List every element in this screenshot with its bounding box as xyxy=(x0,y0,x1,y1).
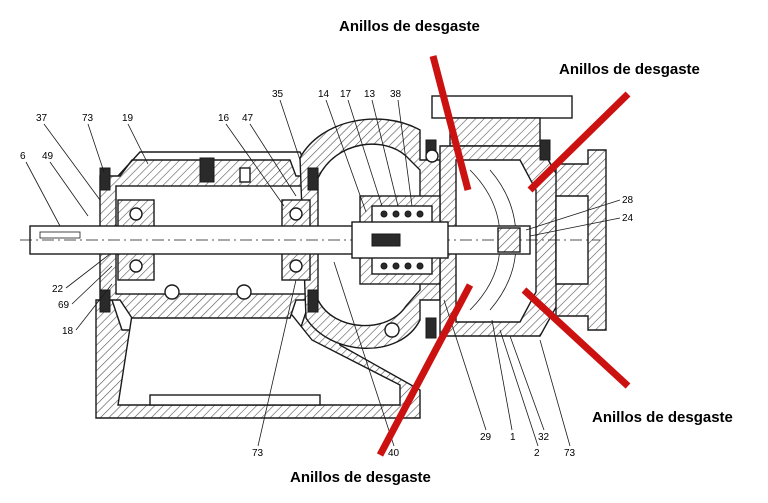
part-69: 69 xyxy=(58,300,70,311)
part-73: 73 xyxy=(82,113,94,124)
part-32: 32 xyxy=(538,432,550,443)
part-49: 49 xyxy=(42,151,54,162)
part-24: 24 xyxy=(622,213,634,224)
oil-vent xyxy=(239,167,251,183)
part-22: 22 xyxy=(52,284,64,295)
impeller-nut xyxy=(497,227,521,253)
leader-lines xyxy=(25,99,621,447)
part-73-bottom: 73 xyxy=(252,448,264,459)
part-number-labels: 37 73 19 6 49 16 47 35 14 17 13 38 28 24… xyxy=(20,89,634,459)
part-14: 14 xyxy=(318,89,330,100)
sleeve-pin xyxy=(371,233,401,247)
part-18: 18 xyxy=(62,326,74,337)
oil-fill-plug xyxy=(199,157,215,183)
packing-dots xyxy=(380,210,424,270)
part-29: 29 xyxy=(480,432,492,443)
part-73-right: 73 xyxy=(564,448,576,459)
part-6: 6 xyxy=(20,151,26,162)
part-47: 47 xyxy=(242,113,254,124)
part-19: 19 xyxy=(122,113,134,124)
foot-slot xyxy=(149,394,321,406)
part-2: 2 xyxy=(534,448,540,459)
discharge-flange xyxy=(431,95,573,119)
red-arrow-bottom-right xyxy=(521,287,631,389)
part-28: 28 xyxy=(622,195,634,206)
part-37: 37 xyxy=(36,113,48,124)
callout-top-left: Anillos de desgaste xyxy=(339,18,480,35)
callout-bottom-left: Anillos de desgaste xyxy=(290,469,431,486)
part-17: 17 xyxy=(340,89,352,100)
part-35: 35 xyxy=(272,89,284,100)
callout-bottom-right: Anillos de desgaste xyxy=(592,409,733,426)
red-arrow-top-left xyxy=(429,55,472,191)
red-arrow-bottom-left xyxy=(376,283,474,457)
wear-ring-arrows xyxy=(376,55,631,457)
part-38: 38 xyxy=(390,89,402,100)
pump-drawing xyxy=(20,95,621,447)
part-40: 40 xyxy=(388,448,400,459)
red-arrow-top-right xyxy=(527,91,631,193)
foot-window xyxy=(117,314,401,406)
part-16: 16 xyxy=(218,113,230,124)
callout-top-right: Anillos de desgaste xyxy=(559,61,700,78)
part-1: 1 xyxy=(510,432,516,443)
impeller-vanes xyxy=(469,169,517,311)
discharge-neck xyxy=(449,117,541,147)
shaft-key xyxy=(39,231,81,239)
part-13: 13 xyxy=(364,89,376,100)
callout-labels: Anillos de desgaste Anillos de desgaste … xyxy=(290,18,733,486)
